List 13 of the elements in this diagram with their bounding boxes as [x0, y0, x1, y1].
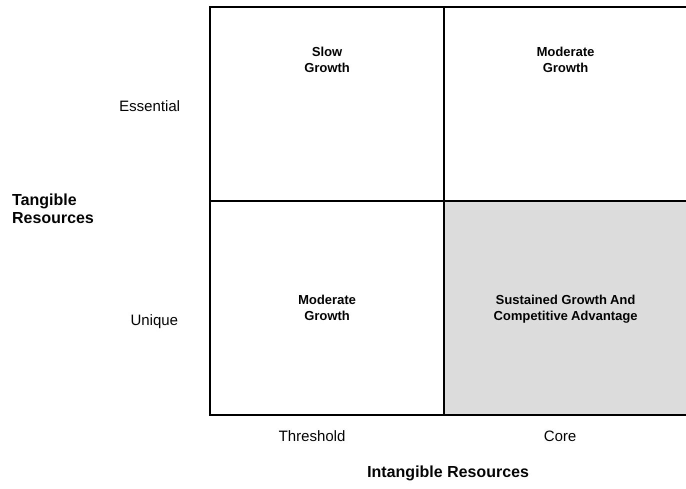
axis-title: Intangible Resources — [366, 464, 530, 482]
cell-label: Moderate Growth — [536, 44, 596, 76]
matrix-cell — [443, 200, 686, 416]
row-label: Unique — [129, 312, 178, 329]
cell-label: Slow Growth — [303, 44, 351, 76]
cell-label: Sustained Growth And Competitive Advantage — [492, 292, 638, 324]
column-label: Core — [542, 428, 578, 445]
column-label: Threshold — [278, 428, 346, 445]
cell-label: Moderate Growth — [297, 292, 357, 324]
row-label: Essential — [118, 98, 180, 115]
axis-title: Tangible Resources — [12, 192, 95, 228]
matrix-cell — [209, 200, 445, 416]
matrix-cell — [209, 6, 445, 202]
